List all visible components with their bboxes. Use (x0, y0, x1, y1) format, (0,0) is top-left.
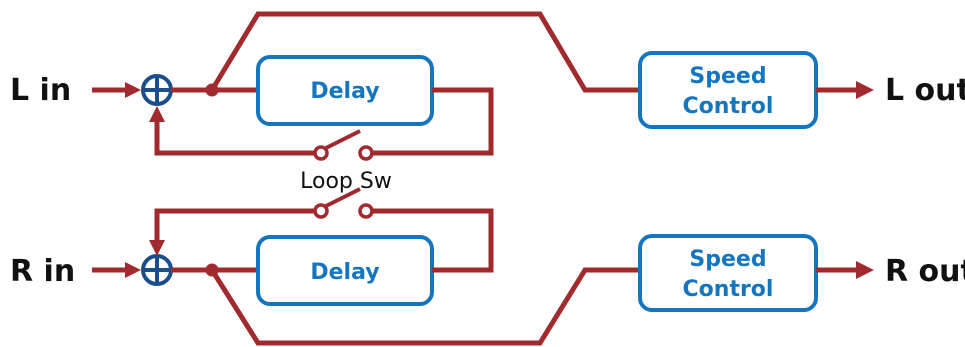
right-feedback-wire-a (366, 208, 494, 273)
left-delay-label: Delay (310, 79, 379, 104)
right-input-arrowhead (125, 262, 141, 278)
right-output-label: R out (885, 254, 965, 289)
right-delay-label: Delay (310, 260, 379, 285)
right-bypass-wire (209, 267, 640, 346)
left-speed-label-line2: Control (683, 94, 774, 119)
left-speed-label-line1: Speed (689, 64, 766, 89)
right-summing-junction (141, 254, 173, 286)
right-speed-control-block (638, 234, 818, 312)
right-speed-label-line1: Speed (689, 247, 766, 272)
loop-switch-label: Loop Sw (300, 169, 392, 194)
left-output-label: L out (885, 73, 965, 108)
left-input-label: L in (10, 73, 71, 108)
right-input-label: R in (10, 254, 75, 289)
left-channel: L in Delay Speed Control (10, 11, 965, 161)
left-feedback-arrowhead (149, 106, 165, 122)
left-summing-junction (141, 74, 173, 106)
right-speed-label-line2: Control (683, 277, 774, 302)
right-output-arrowhead (856, 261, 874, 279)
right-feedback-arrowhead (149, 240, 165, 256)
right-loop-switch (313, 187, 374, 219)
right-channel: R in Delay Speed Control (10, 187, 965, 346)
right-feedback-wire-b (154, 208, 321, 240)
left-loop-switch (313, 129, 374, 161)
left-feedback-wire-a (366, 87, 494, 156)
left-input-arrowhead (125, 82, 141, 98)
left-bypass-wire (209, 11, 640, 93)
left-feedback-wire-b (154, 122, 321, 156)
left-output-arrowhead (856, 81, 874, 99)
